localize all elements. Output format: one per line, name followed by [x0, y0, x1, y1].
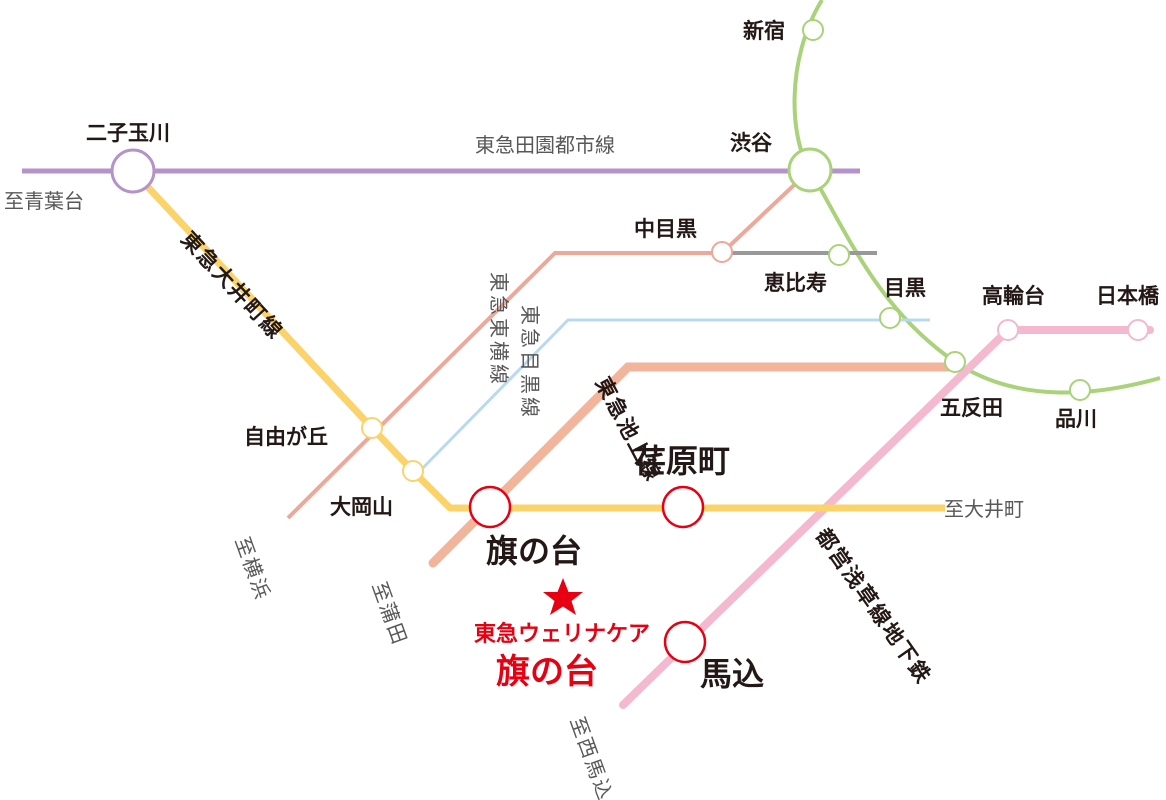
- label-nihonbashi: 日本橋: [1096, 284, 1160, 308]
- yamanote-line: [792, 0, 1161, 395]
- dest-aobadai: 至青葉台: [4, 189, 84, 213]
- label-toyoko-line: 東急東横線: [487, 272, 511, 387]
- station-takanawadai: [997, 319, 1019, 341]
- station-shibuya: [787, 147, 833, 193]
- label-asakusa-line: 都営浅草線地下鉄: [810, 523, 936, 688]
- label-denentoshi-line: 東急田園都市線: [475, 133, 615, 157]
- station-meguro: [879, 307, 901, 329]
- station-hatanodai: [468, 485, 512, 529]
- label-magome: 馬込: [700, 655, 764, 693]
- station-futakotamagawa: [110, 148, 156, 194]
- label-ebisu: 恵比寿: [764, 271, 827, 295]
- station-ookayama: [402, 460, 424, 482]
- label-meguro-line: 東急目黒線: [518, 305, 542, 420]
- station-gotanda: [944, 351, 966, 373]
- meguro-line: [411, 318, 930, 480]
- label-takanawadai: 高輪台: [982, 284, 1045, 308]
- station-jiyugaoka: [361, 417, 383, 439]
- dest-nishimagome: 至西馬込: [565, 714, 618, 800]
- label-meguro: 目黒: [884, 276, 926, 300]
- label-shinagawa: 品川: [1055, 407, 1097, 431]
- star-icon: [543, 578, 583, 615]
- station-shinagawa: [1069, 379, 1091, 401]
- toyoko-line: [286, 168, 812, 520]
- label-ikegami-line: 東急池上線: [591, 373, 666, 486]
- dest-yokohama: 至横浜: [230, 534, 275, 604]
- label-oimachi-line: 東急大井町線: [176, 227, 288, 344]
- label-hatanodai: 旗の台: [486, 532, 582, 570]
- station-ebarachou: [661, 485, 705, 529]
- station-nihonbashi: [1127, 319, 1149, 341]
- label-shinjuku: 新宿: [743, 19, 785, 43]
- label-jiyugaoka: 自由が丘: [244, 425, 328, 449]
- station-ebisu: [828, 244, 850, 266]
- station-magome: [663, 620, 707, 664]
- facility-station: 旗の台: [496, 652, 598, 692]
- station-nakameguro: [711, 241, 733, 263]
- label-gotanda: 五反田: [940, 396, 1003, 420]
- facility-name: 東急ウェリナケア: [474, 621, 650, 647]
- label-nakameguro: 中目黒: [634, 217, 697, 241]
- label-ebarachou: 荏原町: [634, 442, 730, 480]
- label-shibuya: 渋谷: [730, 131, 773, 155]
- label-futakotamagawa: 二子玉川: [86, 121, 170, 145]
- dest-kamata: 至蒲田: [367, 579, 412, 649]
- label-ookayama: 大岡山: [330, 495, 393, 519]
- dest-oimachi: 至大井町: [944, 497, 1024, 521]
- station-shinjuku: [802, 19, 824, 41]
